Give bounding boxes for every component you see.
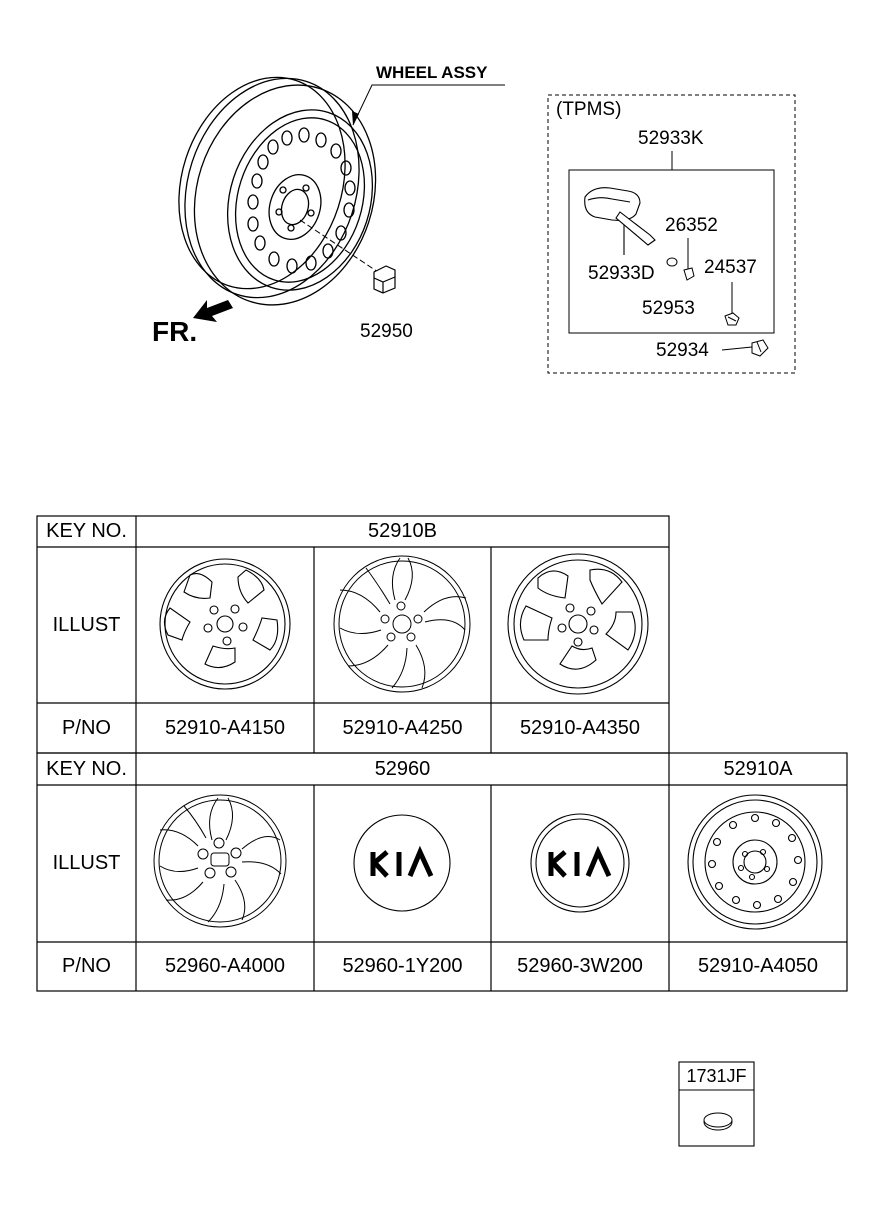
part-number-cell: 52960-1Y200 <box>342 955 463 977</box>
cap-part-number: 52934 <box>656 340 709 361</box>
kia-cap-3w200-drawing <box>530 813 630 913</box>
washer-part-number: 52953 <box>642 298 695 319</box>
kia-cap-1y200-drawing <box>353 814 451 912</box>
front-arrow-icon <box>193 300 233 322</box>
alloy-wheel-a4250-drawing <box>333 555 471 693</box>
tpms-title: (TPMS) <box>556 99 622 120</box>
part-number-cell: 52910-A4050 <box>697 955 819 977</box>
table1-pno-header: P/NO <box>62 716 111 739</box>
leader-lines <box>299 84 505 273</box>
arrow-icon <box>352 111 359 125</box>
lug-nut-part-number: 52950 <box>360 321 413 342</box>
table1-illust-header: ILLUST <box>52 613 121 636</box>
sensor-part-number: 52933D <box>588 263 655 284</box>
valve-cap-drawing <box>721 339 769 357</box>
tpms-dashed-box <box>547 94 796 374</box>
table2-illust-header: ILLUST <box>52 852 121 874</box>
table2-key-no-header: KEY NO. <box>46 757 127 780</box>
part-number-cell: 52910-A4150 <box>164 716 286 739</box>
table2-pno-header: P/NO <box>62 955 111 977</box>
tpms-kit-part-number: 52933K <box>638 128 704 149</box>
alloy-wheel-a4000-drawing <box>153 794 287 928</box>
table1-key-no-header: KEY NO. <box>46 520 127 542</box>
plug-drawing <box>703 1112 733 1131</box>
valve-core-drawing <box>683 238 695 281</box>
parts-table-1 <box>36 515 670 754</box>
steel-wheel-drawing <box>178 76 377 306</box>
tpms-sensor-drawing <box>584 187 656 255</box>
wheel-assy-label: WHEEL ASSY <box>376 63 488 82</box>
table2-key-no-wheel: 52910A <box>723 757 793 780</box>
alloy-wheel-a4150-drawing <box>159 558 291 690</box>
nut-drawing <box>724 282 740 326</box>
table2-key-no-cap: 52960 <box>374 757 431 780</box>
washer-drawing <box>666 257 678 267</box>
alloy-wheel-a4350-drawing <box>507 553 649 695</box>
lug-nut-drawing <box>373 265 396 294</box>
steel-wheel-a4050-drawing <box>687 794 823 930</box>
part-number-cell: 52960-A4000 <box>164 955 286 977</box>
extra-part-code: 1731JF <box>686 1065 747 1086</box>
front-direction-label: FR. <box>152 316 198 347</box>
nut-part-number: 24537 <box>704 257 757 278</box>
extra-part-box <box>678 1061 755 1147</box>
part-number-cell: 52910-A4250 <box>342 716 463 739</box>
parts-table-2 <box>36 752 848 992</box>
part-number-cell: 52910-A4350 <box>519 716 641 739</box>
valve-core-part-number: 26352 <box>665 215 718 236</box>
table1-key-no-value: 52910B <box>368 520 437 542</box>
part-number-cell: 52960-3W200 <box>517 955 643 977</box>
